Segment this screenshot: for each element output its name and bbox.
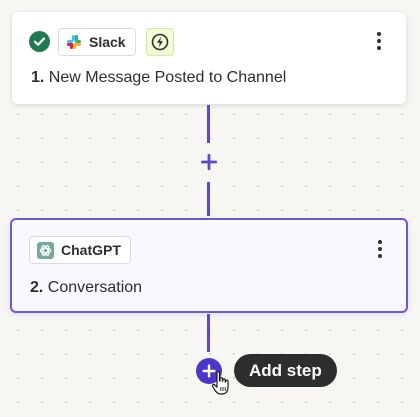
kebab-menu-icon[interactable]	[375, 237, 385, 261]
add-step-tooltip: Add step	[234, 354, 337, 387]
step-title: 2. Conversation	[30, 279, 142, 297]
chatgpt-icon	[37, 241, 54, 259]
step-card-2[interactable]: ChatGPT 2. Conversation	[10, 218, 408, 313]
step-title: 1. New Message Posted to Channel	[31, 69, 286, 87]
connector-line	[207, 105, 210, 143]
app-name-label: Slack	[89, 34, 126, 50]
step-number: 2.	[30, 279, 44, 296]
step-title-text: Conversation	[47, 279, 143, 296]
connector-line	[207, 314, 210, 352]
app-pill-slack: Slack	[58, 28, 136, 56]
app-pill-chatgpt: ChatGPT	[29, 236, 131, 264]
check-circle-icon	[29, 31, 50, 52]
connector-line	[207, 182, 210, 216]
step-card-1[interactable]: Slack 1. New Message Posted to Channel	[12, 12, 406, 104]
plus-icon	[202, 364, 216, 378]
slack-icon	[67, 35, 81, 49]
step-number: 1.	[31, 69, 45, 86]
lightning-icon	[151, 33, 169, 51]
kebab-menu-icon[interactable]	[374, 29, 384, 53]
app-name-label: ChatGPT	[61, 242, 121, 258]
insert-step-plus-icon[interactable]	[199, 152, 219, 172]
trigger-badge	[146, 28, 174, 56]
hand-pointer-cursor-icon	[211, 371, 229, 395]
step-title-text: New Message Posted to Channel	[48, 69, 287, 86]
